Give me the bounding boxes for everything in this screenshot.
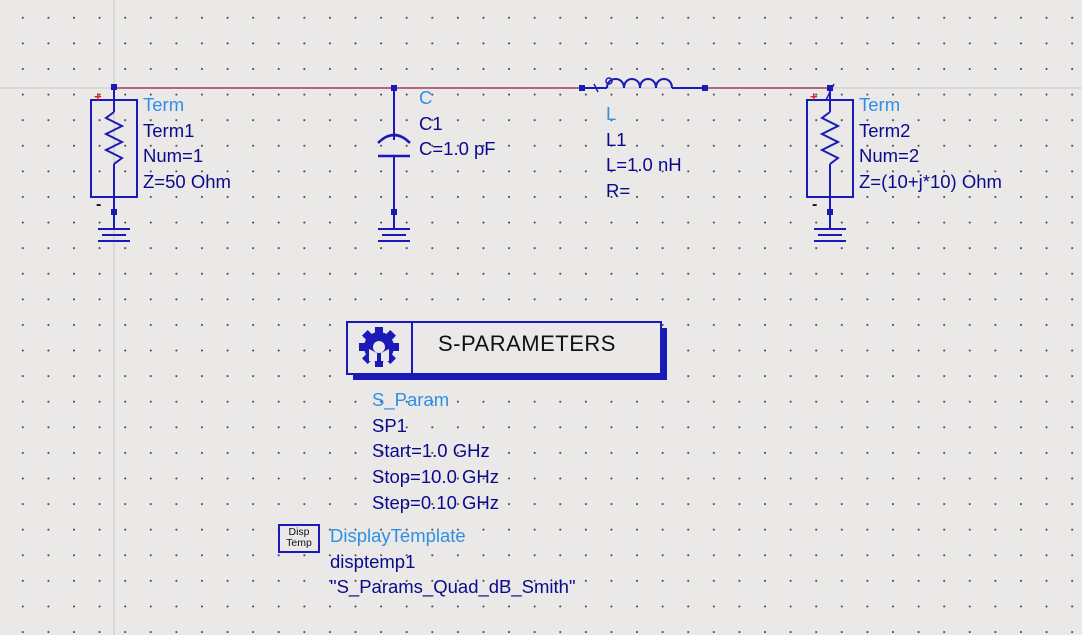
c1-type: C [419,87,433,108]
c1-name: C1 [419,112,443,134]
c1-pin-bottom[interactable] [391,209,397,215]
term2-label-group[interactable]: Term Term2 Num=2 Z=(10+j*10) Ohm [859,92,1002,195]
gear-icon [359,327,399,367]
display-template-type: DisplayTemplate [330,525,466,546]
l1-pin-right[interactable] [702,85,708,91]
display-template-label-group[interactable]: DisplayTemplate disptemp1 "S_Params_Quad… [330,523,576,600]
c1-value: C=1.0 pF [419,138,496,160]
term1-minus-marker: - [96,196,101,213]
l1-resistance: R= [606,180,631,202]
term1-plus-marker: + [94,89,102,104]
ground-icon [378,228,410,242]
term2-pin-top[interactable] [827,85,833,91]
term1-impedance: Z=50 Ohm [143,171,231,193]
ground-icon [814,228,846,242]
display-template-icon[interactable]: Disp Temp [279,525,319,551]
sparam-title: S-PARAMETERS [438,331,616,356]
term2-minus-marker: - [812,196,817,213]
term1-label-group[interactable]: Term Term1 Num=1 Z=50 Ohm [143,92,231,195]
l1-label-group[interactable]: L L1 L=1.0 nH R= [606,101,682,204]
term1-pin-top[interactable] [111,84,117,90]
term2-component[interactable] [806,83,854,242]
term2-impedance: Z=(10+j*10) Ohm [859,171,1002,193]
c1-label-group[interactable]: C C1 C=1.0 pF [419,85,496,162]
term2-name: Term2 [859,119,911,141]
l1-value: L=1.0 nH [606,154,682,176]
term1-pin-bottom[interactable] [111,209,117,215]
sparam-label-group[interactable]: S_Param SP1 Start=1.0 GHz Stop=10.0 GHz … [372,387,499,516]
c1-component[interactable] [377,85,411,242]
sparam-controller-box[interactable] [346,321,667,380]
sparam-step: Step=0.10 GHz [372,491,500,513]
term2-plus-marker: + [810,89,818,104]
term2-num: Num=2 [859,145,920,167]
sparam-name: SP1 [372,414,407,436]
term1-num: Num=1 [143,145,204,167]
sparam-type: S_Param [372,389,450,410]
term1-name: Term1 [143,119,195,141]
l1-component[interactable] [579,77,708,93]
display-template-name: disptemp1 [330,550,416,572]
display-template-icon-box[interactable] [278,524,320,553]
term2-type: Term [859,94,901,115]
l1-name: L1 [606,128,627,150]
term1-type: Term [143,94,185,115]
l1-type: L [606,103,617,124]
term2-pin-bottom[interactable] [827,209,833,215]
sparam-stop: Stop=10.0 GHz [372,466,500,488]
term1-component[interactable] [90,84,138,242]
display-template-icon-line1: Disp [288,526,310,538]
display-template-icon-line2: Temp [286,537,312,549]
sparam-start: Start=1.0 GHz [372,440,490,462]
display-template-value: "S_Params_Quad_dB_Smith" [330,576,576,598]
ground-icon [98,228,130,242]
